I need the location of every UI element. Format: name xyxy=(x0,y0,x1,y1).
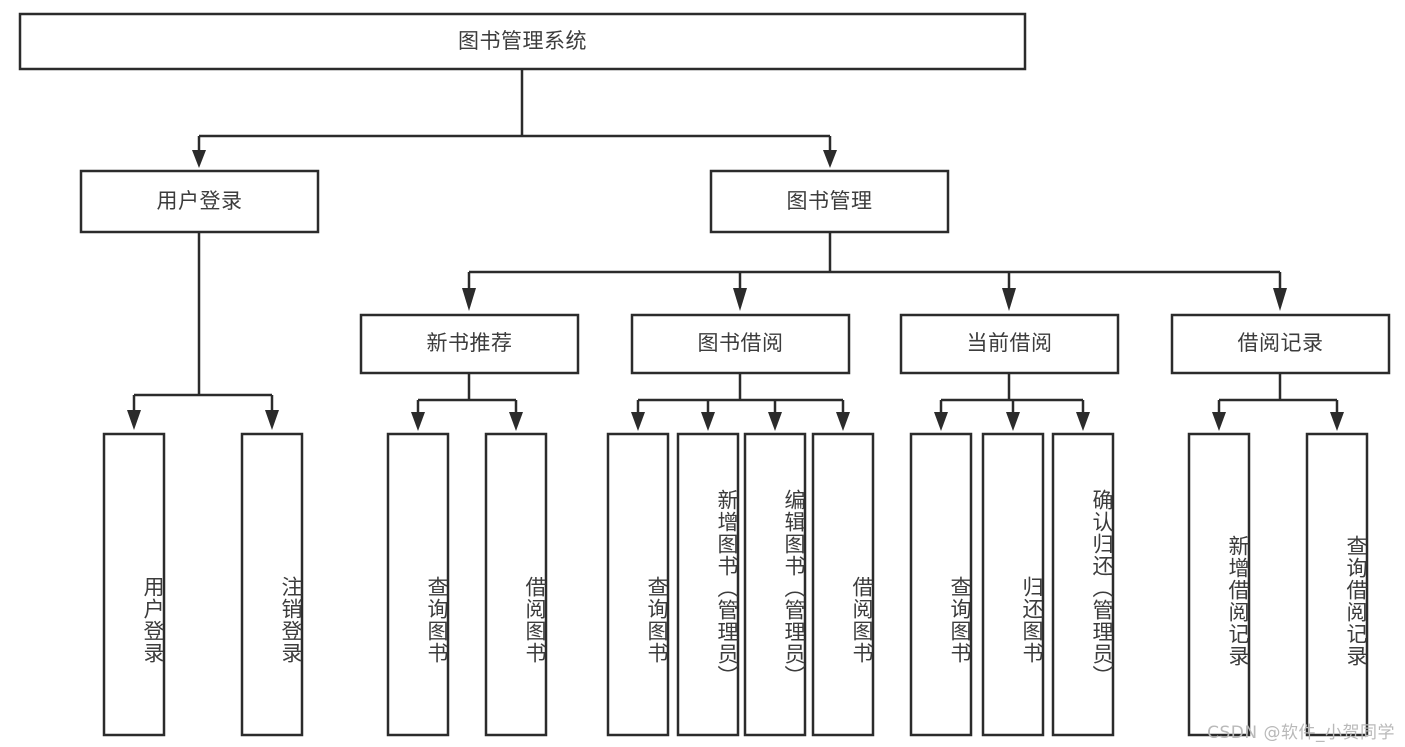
node-box-book-management[interactable] xyxy=(709,169,950,234)
node-box-leaf-add-borrow-record[interactable] xyxy=(1187,432,1251,737)
node-box-leaf-query-book-recommend[interactable] xyxy=(386,432,450,737)
node-box-leaf-logout-login[interactable] xyxy=(240,432,304,737)
node-box-leaf-query-borrow-record[interactable] xyxy=(1305,432,1369,737)
arrow-to-borrow-record xyxy=(1273,288,1287,311)
arrow-to-leaf-query-borrow-record xyxy=(1330,412,1344,431)
node-box-leaf-user-login[interactable] xyxy=(102,432,166,737)
arrow-to-book-borrow xyxy=(733,288,747,311)
arrow-root-to-user-login xyxy=(192,150,206,168)
node-box-layer xyxy=(18,12,1391,737)
node-box-root[interactable] xyxy=(18,12,1027,71)
node-box-current-borrow[interactable] xyxy=(899,313,1120,375)
node-box-book-borrow[interactable] xyxy=(630,313,851,375)
arrow-to-leaf-user-login xyxy=(127,410,141,430)
arrow-to-leaf-borrow-book-recommend xyxy=(509,412,523,431)
node-box-leaf-return-book[interactable] xyxy=(981,432,1045,737)
node-box-leaf-query-book-current[interactable] xyxy=(909,432,973,737)
arrow-to-leaf-confirm-return-admin xyxy=(1076,412,1090,431)
arrow-to-leaf-query-book-recommend xyxy=(411,412,425,431)
arrow-root-to-book-management xyxy=(823,150,837,168)
arrow-to-new-book-recommend xyxy=(462,288,476,311)
node-box-user-login[interactable] xyxy=(79,169,320,234)
arrow-to-leaf-return-book xyxy=(1006,412,1020,431)
node-box-leaf-edit-book-admin[interactable] xyxy=(743,432,807,737)
connector-layer xyxy=(127,69,1344,431)
node-box-leaf-query-book-borrow[interactable] xyxy=(606,432,670,737)
arrow-to-leaf-add-borrow-record xyxy=(1212,412,1226,431)
node-box-leaf-borrow-book[interactable] xyxy=(811,432,875,737)
node-box-leaf-add-book-admin[interactable] xyxy=(676,432,740,737)
arrow-to-leaf-query-book-current xyxy=(934,412,948,431)
arrow-to-leaf-edit-book-admin xyxy=(768,412,782,431)
arrow-to-leaf-borrow-book xyxy=(836,412,850,431)
node-box-leaf-borrow-book-recommend[interactable] xyxy=(484,432,548,737)
arrow-to-leaf-query-book-borrow xyxy=(631,412,645,431)
node-box-leaf-confirm-return-admin[interactable] xyxy=(1051,432,1115,737)
node-box-new-book-recommend[interactable] xyxy=(359,313,580,375)
node-box-borrow-record[interactable] xyxy=(1170,313,1391,375)
arrow-to-leaf-add-book-admin xyxy=(701,412,715,431)
arrow-to-current-borrow xyxy=(1002,288,1016,311)
arrow-to-leaf-logout-login xyxy=(265,410,279,430)
